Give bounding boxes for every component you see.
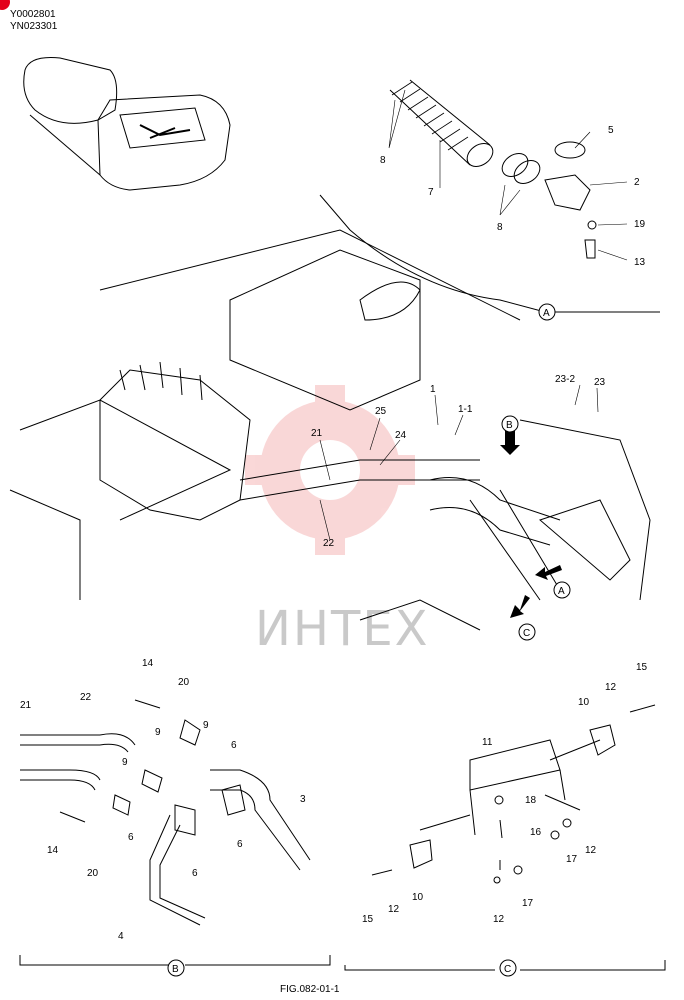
part-label-3: 3 [300,794,306,805]
part-label-6d: 6 [192,868,198,879]
drawing-code-2: YN023301 [10,21,58,32]
part-labels: 5 2 19 13 8 7 8 1 1-1 23-2 23 25 24 21 2… [20,125,648,942]
part-label-16: 16 [530,827,542,838]
part-label-6c: 6 [237,839,243,850]
detail-b [19,699,331,966]
watermark-gear-icon [245,385,415,555]
part-label-5: 5 [608,125,614,136]
arrow-a-icon [535,565,562,580]
part-label-14: 14 [142,658,154,669]
part-label-9c: 9 [122,757,128,768]
section-a-marker [538,303,556,321]
part-label-19: 19 [634,219,646,230]
section-b-letter: B [506,420,513,431]
part-label-15: 15 [636,662,648,673]
part-label-9b: 9 [155,727,161,738]
part-label-13: 13 [634,257,646,268]
part-label-20: 20 [178,677,190,688]
section-c-letter: C [523,628,530,639]
part-label-4: 4 [118,931,124,942]
section-c-footer-letter: C [504,964,511,975]
part-label-20b: 20 [87,868,99,879]
part-label-14b: 14 [47,845,59,856]
part-label-1-1: 1-1 [458,404,473,415]
part-label-10b: 10 [412,892,424,903]
part-label-6b: 6 [128,832,134,843]
part-label-12c: 12 [388,904,400,915]
arrow-b-icon [500,430,520,455]
part-label-18: 18 [525,795,537,806]
part-label-12: 12 [605,682,617,693]
part-label-23-2: 23-2 [555,374,575,385]
machine-overview [23,57,231,191]
part-label-10: 10 [578,697,590,708]
part-label-2: 2 [634,177,640,188]
drawing-code-1: Y0002801 [10,9,56,20]
section-c-footer-marker [499,959,517,977]
part-label-11: 11 [482,737,493,748]
part-label-15b: 15 [362,914,374,925]
part-label-23: 23 [594,377,606,388]
section-a-letter: A [543,308,550,319]
part-label-12b: 12 [585,845,597,856]
part-label-12d: 12 [493,914,505,925]
figure-label: FIG.082-01-1 [280,984,340,995]
watermark-text: ИНТЕХ [255,601,430,657]
section-c-marker [518,623,536,641]
part-label-17: 17 [566,854,578,865]
part-label-9a: 9 [203,720,209,731]
part-label-21: 21 [311,428,323,439]
section-b-footer-letter: B [172,964,179,975]
part-label-21b: 21 [20,700,32,711]
section-a-letter-2: A [558,586,565,597]
part-label-7: 7 [428,187,434,198]
arrow-c-icon [510,595,530,618]
part-label-8b: 8 [497,222,503,233]
part-label-8: 8 [380,155,386,166]
section-b-footer-marker [167,959,185,977]
corner-badge [0,0,10,10]
part-label-24: 24 [395,430,407,441]
part-label-22: 22 [323,538,335,549]
part-label-1: 1 [430,384,436,395]
part-label-22b: 22 [80,692,92,703]
part-label-25: 25 [375,406,387,417]
section-b-marker [501,415,519,433]
detail-a [319,79,660,313]
leader-lines [319,89,628,541]
section-a-marker-2 [553,581,571,599]
part-label-6a: 6 [231,740,237,751]
part-label-17b: 17 [522,898,534,909]
detail-c [344,704,666,971]
main-assembly [9,229,651,631]
